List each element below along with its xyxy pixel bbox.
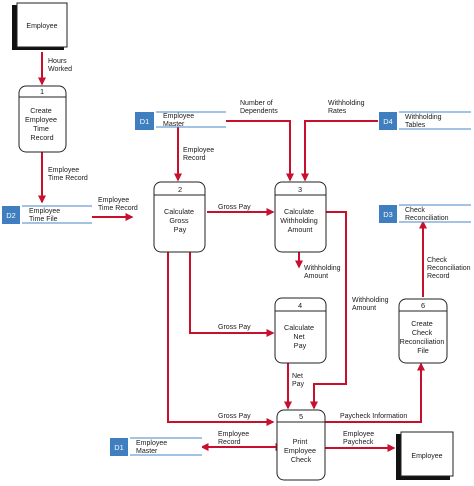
process-3: 3 Calculate Withholding Amount bbox=[274, 181, 327, 253]
process-4-label: Calculate Net Pay bbox=[284, 323, 316, 350]
flow-paycheck-information bbox=[325, 362, 425, 423]
entity-employee-top-label: Employee bbox=[26, 23, 57, 30]
label-withholding-amount-3-4: Withholding Amount bbox=[304, 265, 343, 280]
store-d1-id: D1 bbox=[140, 117, 149, 126]
label-withholding-amount-3-5: Withholding Amount bbox=[352, 297, 391, 312]
flow-gross-pay-2-4 bbox=[189, 252, 275, 337]
label-withholding-rates: Withholding Rates bbox=[328, 100, 367, 115]
flow-withholding-amount-3-5 bbox=[310, 211, 347, 410]
label-employee-paycheck: Employee Paycheck bbox=[343, 431, 376, 446]
data-flows bbox=[38, 52, 427, 452]
process-3-number: 3 bbox=[298, 185, 302, 194]
label-check-reconciliation-record: Check Reconciliation Record bbox=[427, 257, 473, 280]
label-gross-pay-2-3: Gross Pay bbox=[218, 204, 251, 211]
store-d4-withholding-tables: D4 Withholding Tables bbox=[379, 111, 471, 130]
process-1-number: 1 bbox=[40, 87, 44, 96]
process-5: 5 Print Employee Check bbox=[276, 409, 326, 481]
label-gross-pay-2-5: Gross Pay bbox=[218, 413, 251, 420]
label-number-of-dependents: Number of Dependents bbox=[240, 100, 278, 115]
process-4-number: 4 bbox=[298, 301, 302, 310]
process-6-number: 6 bbox=[421, 301, 425, 310]
process-5-label: Print Employee Check bbox=[284, 437, 318, 464]
entity-employee-bottom-label: Employee bbox=[411, 453, 442, 460]
label-employee-record-d1-to-2: Employee Record bbox=[183, 147, 216, 162]
store-d1-employee-master-top: D1 Employee Master bbox=[135, 111, 226, 130]
store-d4-label: Withholding Tables bbox=[405, 114, 444, 129]
store-d1-employee-master-bottom: D1 Employee Master bbox=[110, 437, 202, 456]
process-6-label: Create Check Reconciliation File bbox=[400, 319, 447, 355]
flow-number-of-dependents bbox=[225, 120, 294, 182]
process-2-label: Calculate Gross Pay bbox=[164, 207, 196, 234]
process-3-label: Calculate Withholding Amount bbox=[280, 207, 320, 234]
store-d3-label: Check Reconciliation bbox=[405, 207, 449, 222]
process-2: 2 Calculate Gross Pay bbox=[153, 181, 206, 253]
store-d4-id: D4 bbox=[383, 117, 392, 126]
process-1-label: Create Employee Time Record bbox=[25, 106, 59, 142]
process-5-number: 5 bbox=[299, 412, 303, 421]
store-d1-label: Employee Master bbox=[163, 113, 196, 128]
store-d3-id: D3 bbox=[383, 210, 392, 219]
label-net-pay: Net Pay bbox=[292, 373, 305, 388]
entity-employee-bottom: Employee bbox=[396, 431, 454, 480]
store-d2-id: D2 bbox=[6, 211, 15, 220]
store-d2-label: Employee Time File bbox=[29, 208, 62, 223]
process-4: 4 Calculate Net Pay bbox=[274, 297, 327, 364]
store-d3-check-reconciliation: D3 Check Reconciliation bbox=[379, 204, 471, 223]
label-employee-time-record-1: Employee Time Record bbox=[48, 167, 88, 182]
store-d1-bottom-id: D1 bbox=[114, 443, 123, 452]
store-d1-bottom-label: Employee Master bbox=[136, 440, 169, 455]
label-employee-time-record-2: Employee Time Record bbox=[98, 197, 138, 212]
store-d2-employee-time-file: D2 Employee Time File bbox=[2, 205, 92, 224]
label-employee-record-5-d1: Employee Record bbox=[218, 431, 251, 446]
process-2-number: 2 bbox=[178, 185, 182, 194]
flow-withholding-rates bbox=[301, 120, 378, 182]
process-1: 1 Create Employee Time Record bbox=[18, 85, 67, 153]
entity-employee-top: Employee bbox=[12, 2, 68, 50]
label-gross-pay-2-4: Gross Pay bbox=[218, 324, 251, 331]
process-6: 6 Create Check Reconciliation File bbox=[398, 298, 448, 364]
flow-gross-pay-2-5 bbox=[167, 252, 275, 426]
label-paycheck-information: Paycheck Information bbox=[340, 413, 407, 420]
label-hours-worked: Hours Worked bbox=[48, 58, 72, 73]
flow-labels: Hours Worked Employee Time Record Employ… bbox=[48, 58, 473, 446]
